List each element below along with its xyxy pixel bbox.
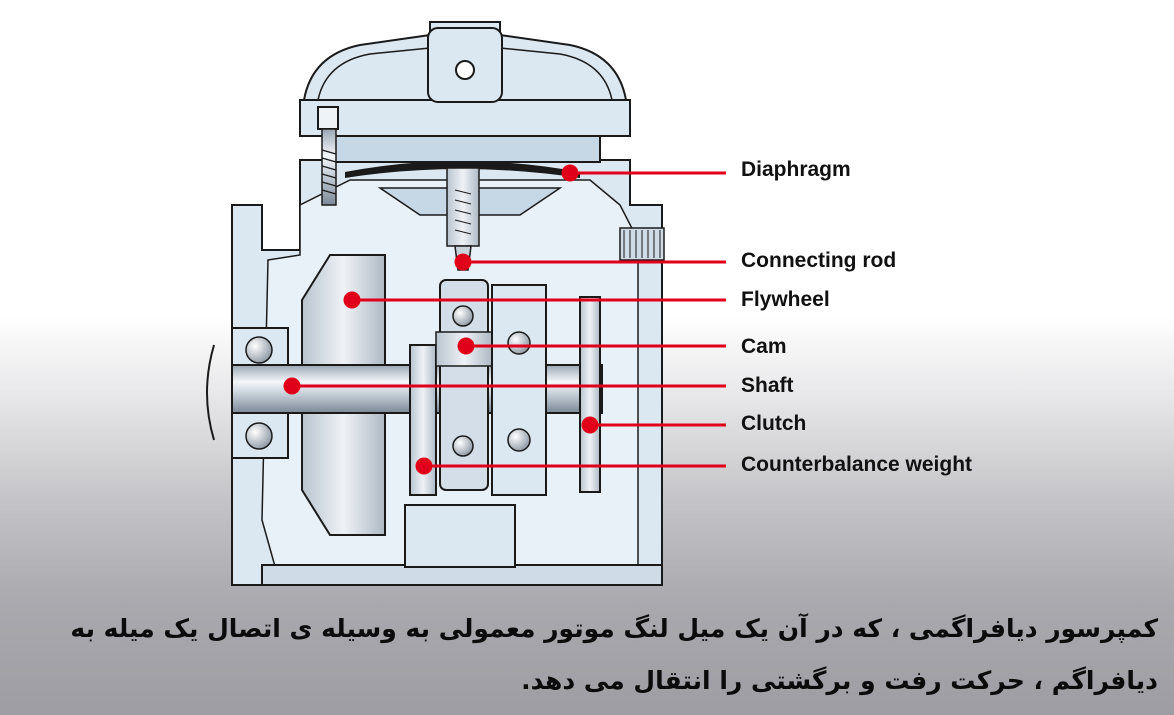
label-connecting-rod: Connecting rod: [741, 249, 897, 272]
lower-boss: [404, 504, 516, 568]
label-cam: Cam: [741, 335, 787, 358]
label-shaft: Shaft: [741, 374, 794, 397]
outlet-port: [619, 227, 665, 261]
callout-lines: [283, 164, 726, 475]
head-plate: [329, 135, 601, 163]
caption: کمپرسور دیافراگمی ، که در آن یک میل لنگ …: [70, 614, 1158, 695]
clutch-part: [579, 296, 601, 493]
head-bolt-hole: [455, 60, 475, 80]
label-clutch: Clutch: [741, 412, 807, 435]
right-bearing: [491, 284, 547, 496]
head-bolt: [317, 106, 339, 206]
label-counterbalance-weight: Counterbalance weight: [741, 453, 973, 476]
diaphragm-membrane: [345, 161, 580, 178]
label-flywheel: Flywheel: [741, 288, 830, 311]
label-diaphragm: Diaphragm: [741, 158, 851, 181]
compressor-cross-section: [206, 21, 726, 586]
